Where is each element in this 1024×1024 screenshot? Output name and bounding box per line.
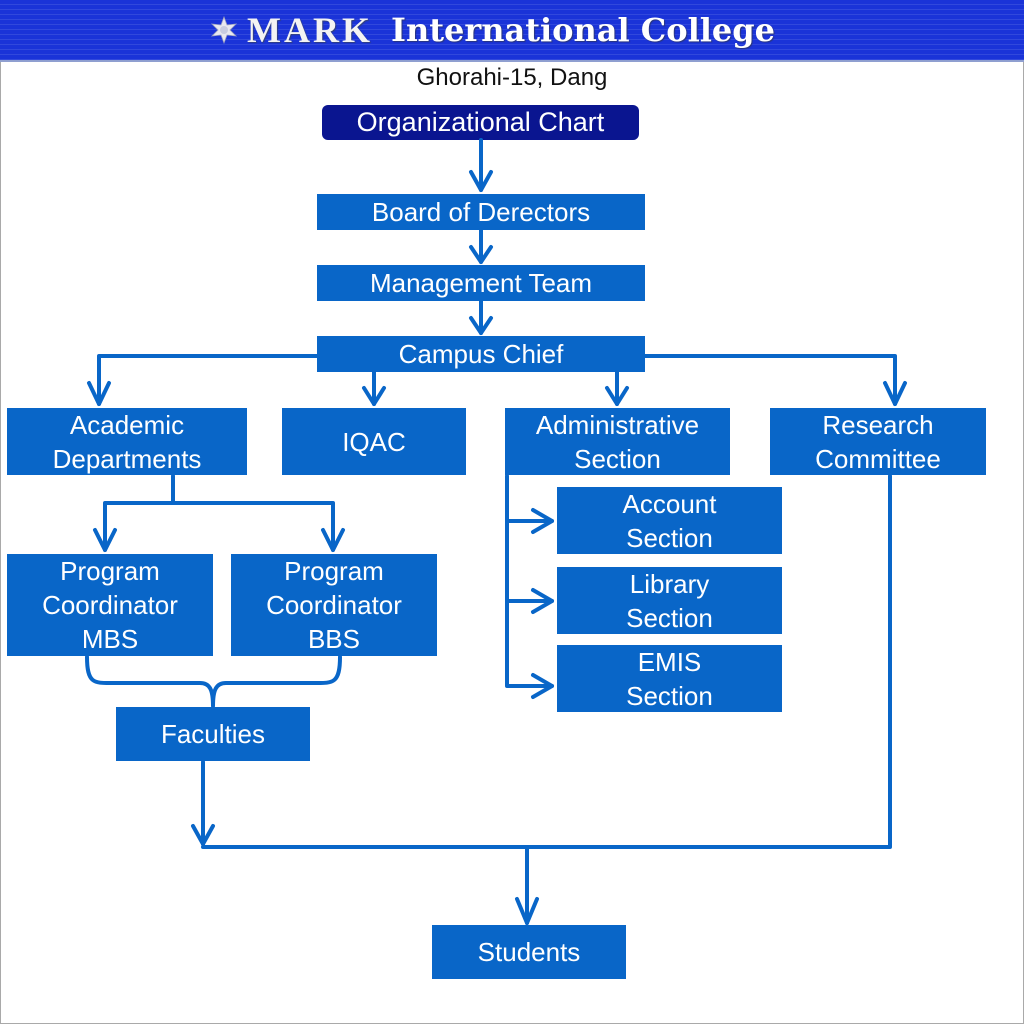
connector-academic-pc-bbs (171, 501, 335, 552)
node-research-committee: Research Committee (770, 408, 986, 475)
header-banner: MARK International College (0, 0, 1024, 62)
node-management: Management Team (317, 265, 645, 301)
connector-chief-research (643, 354, 897, 406)
arrowhead (531, 508, 554, 534)
arrowhead (469, 170, 493, 192)
arrowhead (883, 381, 907, 406)
arrowhead (469, 245, 493, 264)
arrowhead (321, 528, 345, 552)
chart-title: Organizational Chart (322, 105, 639, 140)
arrowhead (515, 897, 539, 925)
node-administrative-section: Administrative Section (505, 408, 730, 475)
connector-research-bar (201, 474, 892, 849)
arrowhead (605, 386, 629, 406)
node-academic-departments: Academic Departments (7, 408, 247, 475)
node-emis-section: EMIS Section (557, 645, 782, 712)
star-emblem-icon (210, 15, 238, 45)
address: Ghorahi-15, Dang (416, 64, 608, 91)
arrowhead (362, 386, 386, 406)
arrowhead (531, 673, 554, 699)
node-students: Students (432, 925, 626, 979)
node-account-section: Account Section (557, 487, 782, 554)
node-library-section: Library Section (557, 567, 782, 634)
connector-chief-academic (97, 354, 320, 406)
arrowhead (191, 824, 215, 846)
arrowhead (93, 528, 117, 552)
node-pc-bbs: Program Coordinator BBS (231, 554, 437, 656)
node-campus-chief: Campus Chief (317, 336, 645, 372)
node-iqac: IQAC (282, 408, 466, 475)
brand: MARK International College (209, 9, 775, 51)
arrowhead (531, 588, 554, 614)
arrowhead (87, 381, 111, 406)
node-board: Board of Derectors (317, 194, 645, 230)
node-pc-mbs: Program Coordinator MBS (7, 554, 213, 656)
connector-pcs-faculties (85, 655, 342, 708)
brand-name: International College (390, 11, 775, 49)
connector-academic-pcs (103, 474, 175, 552)
node-faculties: Faculties (116, 707, 310, 761)
brand-mark: MARK (246, 10, 373, 50)
arrowhead (469, 316, 493, 335)
connector-admin-sections (505, 474, 554, 688)
